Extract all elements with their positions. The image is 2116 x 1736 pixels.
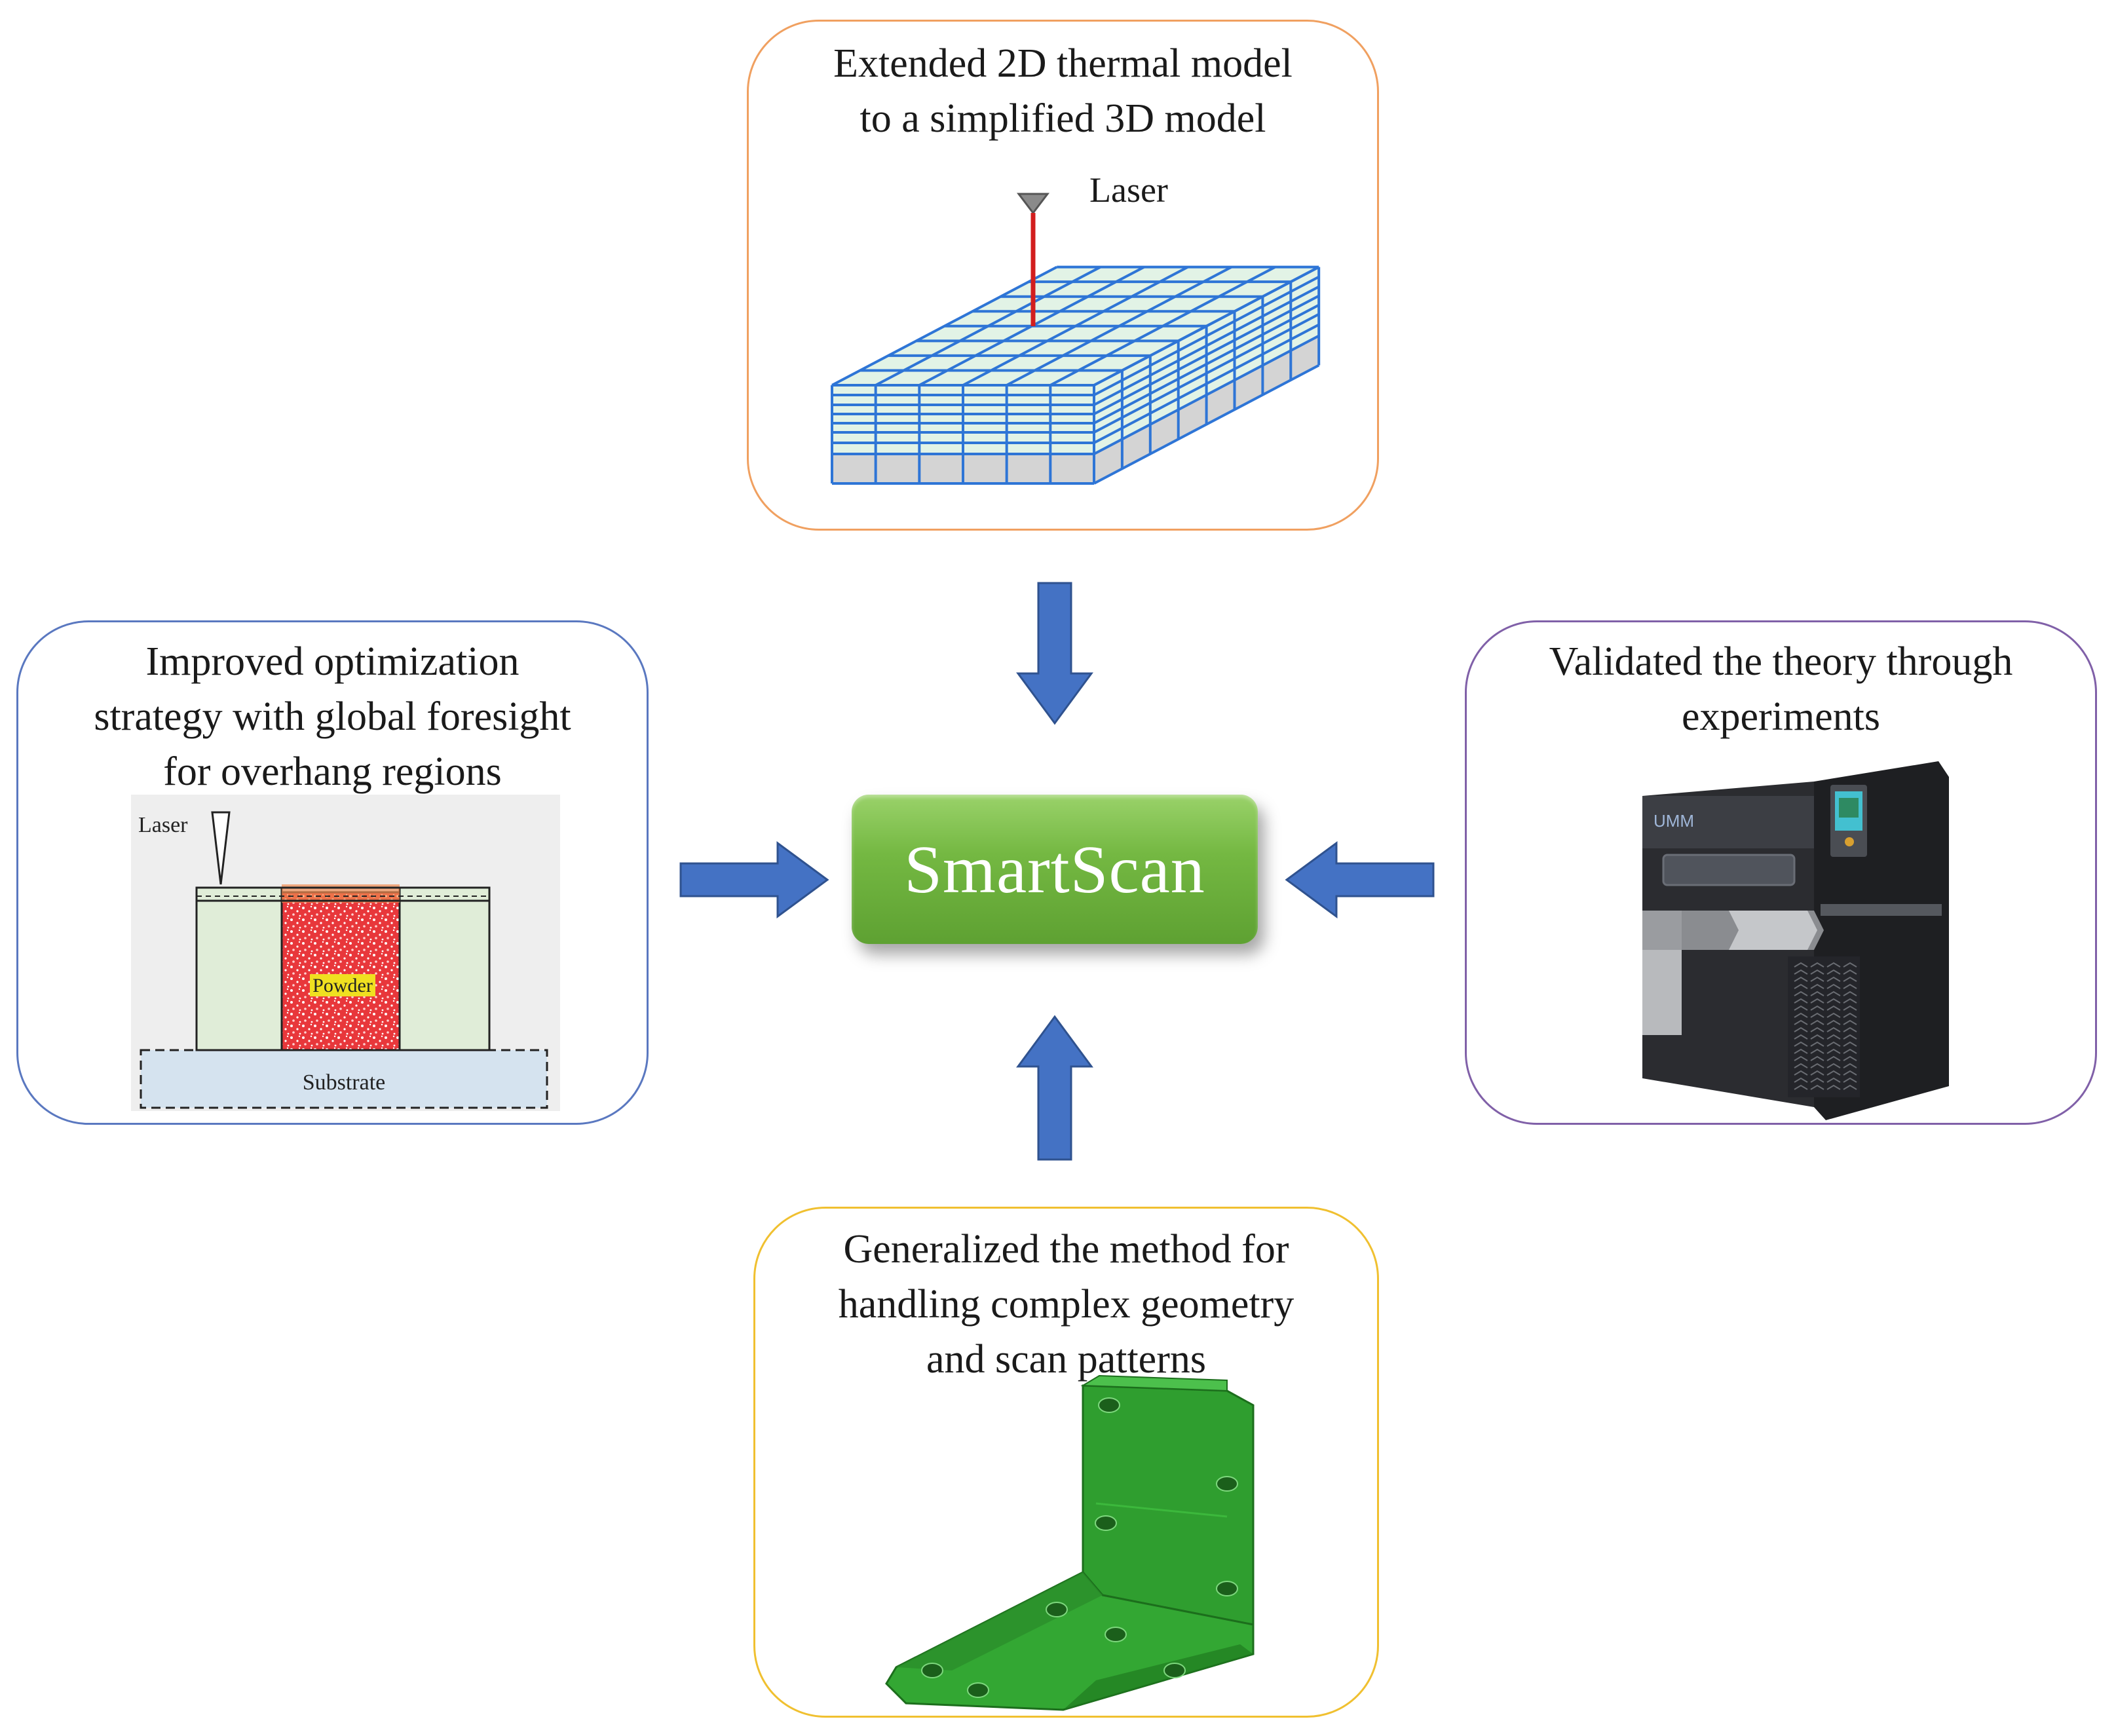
panel-3d-thermal-model: Extended 2D thermal model to a simplifie… <box>747 20 1379 531</box>
3d-grid-model-figure: Laser <box>831 170 1321 485</box>
arrow-up-from-bottom <box>1016 1015 1093 1161</box>
printer-logo-icon: UMM <box>1653 811 1694 831</box>
touchscreen-icon <box>1839 798 1859 818</box>
bracket-top-edge <box>1080 1374 1228 1392</box>
laser-label: Laser <box>138 813 188 837</box>
panel-title-geometry: Generalized the method for handling comp… <box>838 1227 1294 1382</box>
overhang-cross-section-figure: Substrate Powder Laser <box>131 795 560 1111</box>
vent-slats <box>1794 962 1857 1090</box>
powder-region <box>280 891 401 1051</box>
base-shade-b <box>1063 1644 1253 1710</box>
3d-printer-machine-figure: UMM <box>1642 761 1949 1120</box>
panel-overhang-optimization: Improved optimization strategy with glob… <box>16 620 649 1125</box>
plate-highlight <box>1095 1502 1228 1518</box>
door-hinge <box>1642 911 1682 950</box>
panel-title-validation: Validated the theory through experiments <box>1549 639 2013 739</box>
mounting-holes <box>921 1397 1238 1698</box>
laser-label: Laser <box>1089 170 1168 210</box>
bracket-part-figure <box>885 1374 1255 1711</box>
base-shade-a <box>896 1572 1103 1670</box>
substrate-label: Substrate <box>303 1070 386 1095</box>
smartscan-label: SmartScan <box>904 831 1205 907</box>
arrow-right-from-left <box>679 841 829 918</box>
panel-complex-geometry: Generalized the method for handling comp… <box>753 1207 1379 1718</box>
printer-shelf <box>1821 904 1942 916</box>
printer-side-door <box>1642 950 1682 1035</box>
arrow-left-from-right <box>1285 841 1435 918</box>
printer-vent-grille <box>1788 956 1860 1097</box>
smartscan-center-box: SmartScan <box>852 795 1258 944</box>
laser-nozzle-icon <box>211 811 231 885</box>
laser-nozzle-icon <box>1016 193 1050 215</box>
printer-top-section <box>1642 796 1814 848</box>
arrow-down-from-top <box>1016 582 1093 725</box>
emergency-button-icon <box>1845 837 1854 846</box>
powder-label-bg <box>310 974 375 996</box>
solid-part-right <box>398 886 491 1051</box>
chevron-highlight <box>1729 911 1817 950</box>
3d-mesh-block <box>831 265 1321 485</box>
panel-title-optimization: Improved optimization strategy with glob… <box>94 639 571 794</box>
solid-part-left <box>195 886 283 1051</box>
printer-window-slot <box>1662 854 1796 886</box>
substrate-block <box>140 1049 548 1109</box>
powder-label: Powder <box>312 975 373 996</box>
panel-experimental-validation: Validated the theory through experiments… <box>1465 620 2097 1125</box>
panel-title-3d-model: Extended 2D thermal model to a simplifie… <box>833 41 1293 141</box>
overhang-layer <box>195 886 491 902</box>
